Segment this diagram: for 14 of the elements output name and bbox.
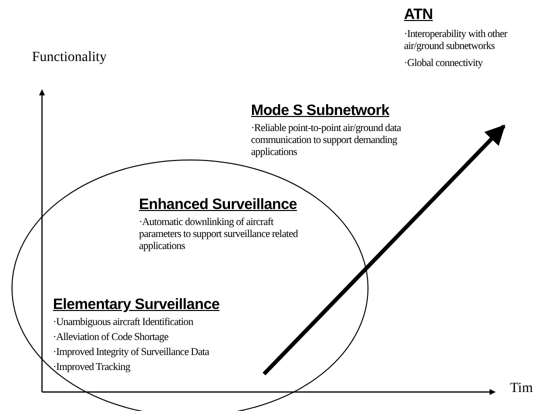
- bullet-item: ·Global connectivity: [404, 58, 484, 70]
- axis-label: Tim: [510, 381, 533, 398]
- bullet-item: ·Unambiguous aircraft Identification: [53, 317, 194, 330]
- bullet-item: ·Alleviation of Code Shortage: [53, 332, 170, 344]
- bullet-item: ·Automatic downlinking of aircraft parameters to support surveillance related applications: [139, 217, 299, 254]
- section-heading: Mode S Subnetwork: [251, 102, 390, 120]
- axis-label: Functionality: [32, 50, 107, 66]
- section-heading: ATN: [404, 6, 433, 24]
- section-heading: Enhanced Surveillance: [139, 196, 297, 214]
- section-heading: Elementary Surveillance: [53, 296, 220, 314]
- bullet-item: ·Reliable point-to-point air/ground data communication to support demanding applications: [251, 123, 402, 160]
- bullet-item: ·Improved Tracking: [53, 362, 132, 374]
- bullet-item: ·Improved Integrity of Surveillance Data: [53, 347, 210, 360]
- bullet-item: ·Interoperability with other air/ground subnetworks: [404, 29, 508, 54]
